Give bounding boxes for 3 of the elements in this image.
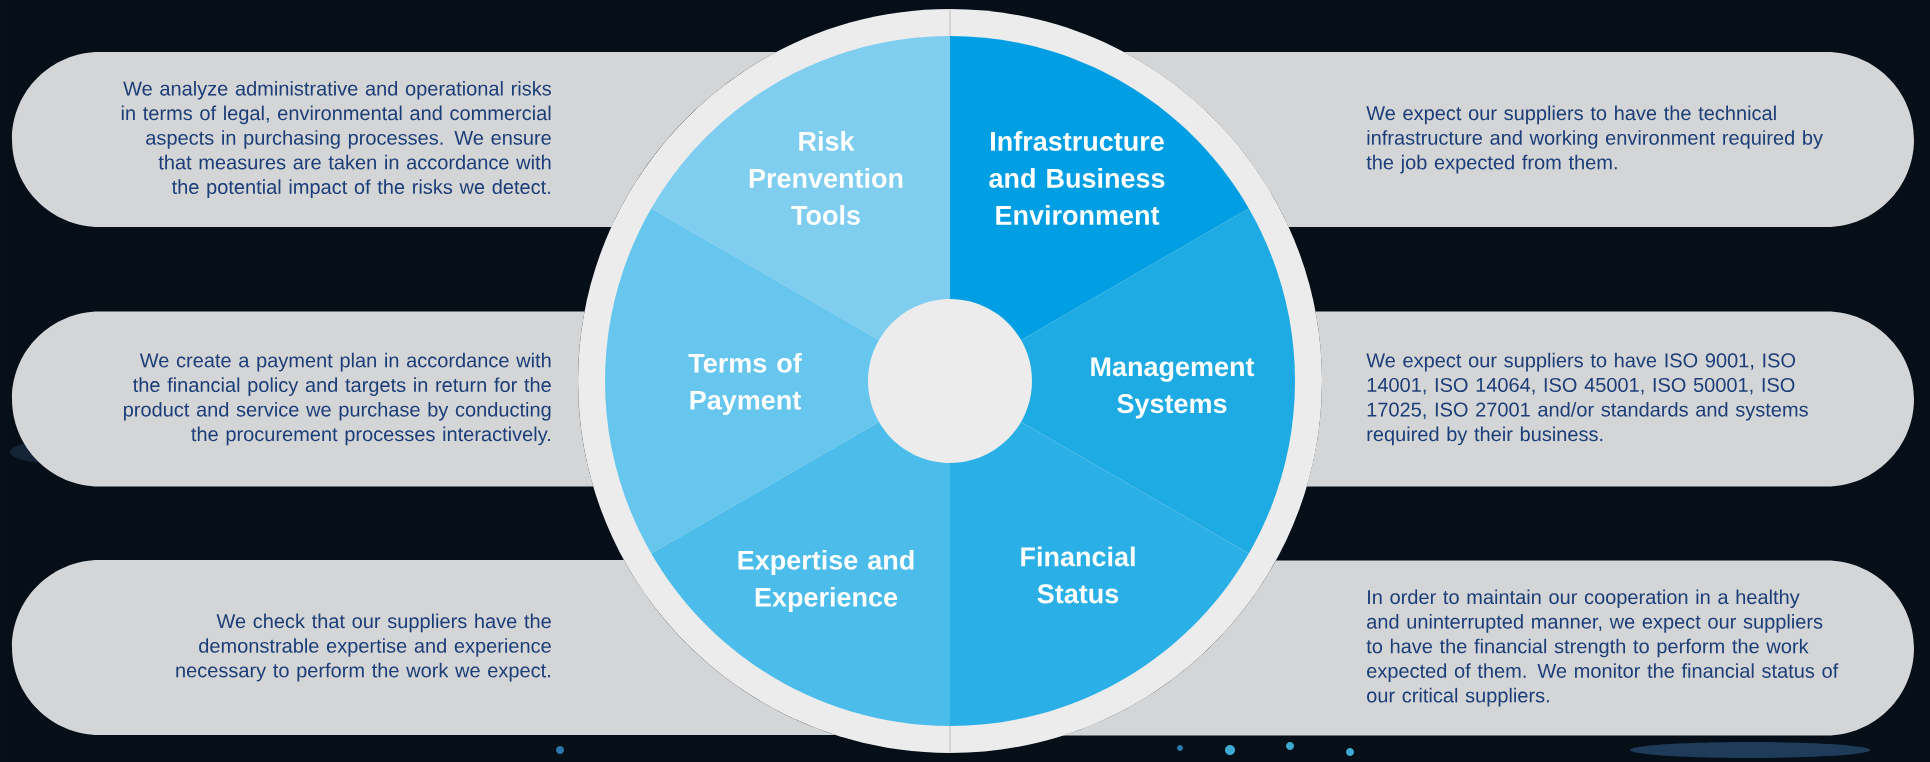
- description-pill: We expect our suppliers to have ISO 9001, ISO 14001, ISO 14064, ISO 45001, ISO 50001, ISO 17025, ISO 27001 and/or standards and systems required by their business.: [1306, 311, 1914, 487]
- description-pill: We create a payment plan in accordance with the financial policy and targets in return for the product and service we purchase by conducting the procurement processes interactively.: [12, 311, 594, 487]
- hub-circle: [868, 299, 1032, 463]
